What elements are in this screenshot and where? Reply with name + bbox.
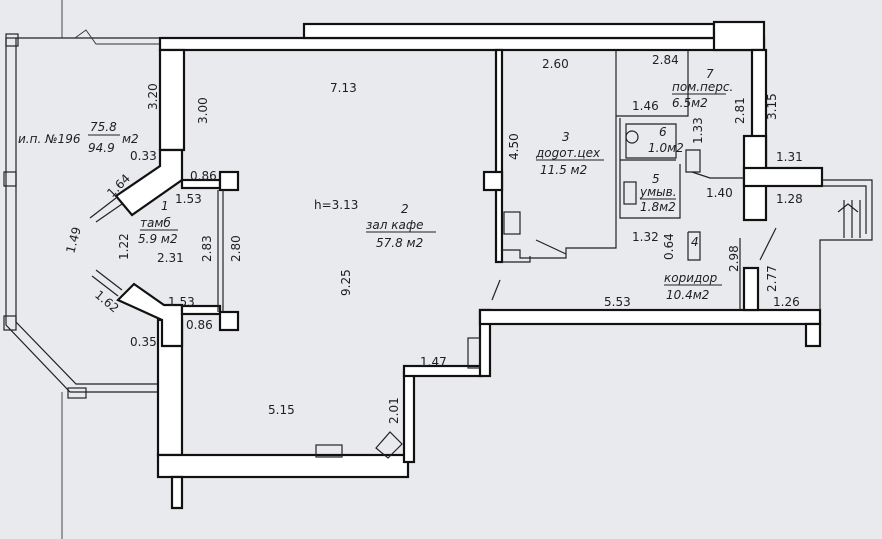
parcel-annotation: и.п. №196 75.8 94.9 м2 [18, 120, 139, 155]
room-4-name: коридор [664, 271, 718, 285]
parcel-area-top: 75.8 [90, 120, 117, 134]
room-3-area: 11.5 м2 [540, 163, 587, 177]
room-2-area: 57.8 м2 [376, 236, 423, 250]
dimension-label: 9.25 [339, 269, 353, 296]
dimension-label: 7.13 [330, 81, 357, 95]
dimension-label: 1.26 [773, 295, 800, 309]
room-labels: 1 тамб 5.9 м2 2 зал кафе 57.8 м2 3 доgот… [138, 67, 733, 302]
dimension-label: 2.60 [542, 57, 569, 71]
dimension-label: 3.20 [146, 83, 160, 110]
dimension-label: 4.50 [507, 133, 521, 160]
room-1-area: 5.9 м2 [138, 232, 178, 246]
dimension-label: 2.80 [229, 235, 243, 262]
dimension-label: 1.53 [168, 295, 195, 309]
fixtures [315, 337, 481, 459]
dimension-label: 1.49 [63, 225, 83, 254]
room-7-name: пом.перс. [672, 80, 733, 94]
dimension-label: 1.40 [706, 186, 733, 200]
entrance-porch [819, 179, 873, 310]
dimension-label: 3.00 [196, 97, 210, 124]
dimension-label: 2.83 [200, 235, 214, 262]
dimension-label: 1.22 [117, 233, 131, 260]
dimension-label: 2.01 [387, 397, 401, 424]
neighbor-building-outline [3, 0, 160, 539]
dimension-label: 0.86 [190, 169, 217, 183]
room-4-area: 10.4м2 [666, 288, 709, 302]
room-3-number: 3 [562, 130, 570, 144]
room-1-name: тамб [140, 216, 171, 230]
dimension-label: 2.81 [733, 97, 747, 124]
parcel-area-unit: м2 [122, 132, 139, 146]
dimension-label: 0.33 [130, 149, 157, 163]
ceiling-height-label: h=3.13 [314, 198, 358, 212]
dimension-label: 1.47 [420, 355, 447, 369]
dimension-label: 5.15 [268, 403, 295, 417]
dimension-label: 2.98 [727, 245, 741, 272]
room-5-area: 1.8м2 [640, 200, 676, 214]
parcel-label: и.п. №196 [18, 132, 81, 146]
room-3-name: доgот.цех [535, 146, 601, 160]
room-6-number: 6 [659, 125, 667, 139]
dimension-label: 1.28 [776, 192, 803, 206]
room-4-number: 4 [691, 235, 699, 249]
vestibule-walls [89, 148, 240, 348]
dimension-label: 5.53 [604, 295, 631, 309]
room-6-area: 1.0м2 [648, 141, 684, 155]
dimension-label: 2.77 [765, 265, 779, 292]
dimension-label: 0.35 [130, 335, 157, 349]
room-5-name: умыв. [639, 185, 677, 199]
room-7-area: 6.5м2 [672, 96, 708, 110]
dimension-labels: 7.13 2.60 2.84 3.20 3.00 4.50 1.46 1.33 … [63, 53, 802, 424]
dimension-label: 1.53 [175, 192, 202, 206]
dimension-label: 2.31 [157, 251, 184, 265]
dimension-label: 0.86 [186, 318, 213, 332]
dimension-label: 3.15 [765, 93, 779, 120]
room-2-number: 2 [401, 202, 409, 216]
dimension-label: 0.64 [662, 233, 676, 260]
room-2-name: зал кафе [366, 218, 423, 232]
room-5-number: 5 [652, 172, 660, 186]
dimension-label: 2.84 [652, 53, 679, 67]
dimension-label: 1.31 [776, 150, 803, 164]
dimension-label: 1.46 [632, 99, 659, 113]
interior-partitions [482, 48, 777, 310]
dimension-label: 1.32 [632, 230, 659, 244]
room-7-number: 7 [706, 67, 714, 81]
dimension-label: 1.33 [691, 117, 705, 144]
room-1-number: 1 [161, 199, 169, 213]
parcel-area-bottom: 94.9 [88, 141, 115, 155]
